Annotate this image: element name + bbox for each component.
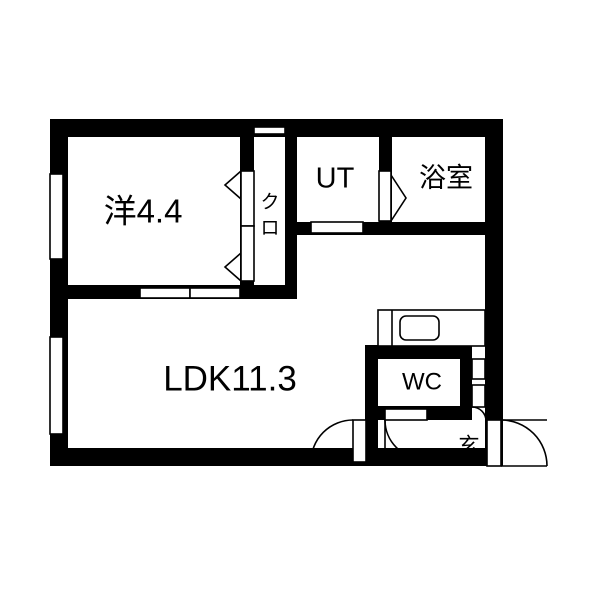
utility-floor: [297, 137, 379, 222]
room-label-entrance: 玄: [459, 435, 480, 458]
room-labels: 洋4.4 LDK11.3 UT 浴室 WC 玄 ク ロ: [104, 163, 480, 458]
toilet-hinged-door[interactable]: [384, 408, 428, 460]
closet-floor: [254, 137, 285, 285]
utility-room-opening[interactable]: [310, 221, 364, 234]
room-label-closet-char2: ロ: [260, 218, 279, 239]
windows: [49, 173, 64, 435]
bedroom-sliding-door[interactable]: [139, 287, 241, 299]
closet-top-vent: [253, 126, 286, 135]
bathroom-floor: [392, 137, 485, 222]
room-interiors: [68, 137, 485, 448]
room-label-toilet: WC: [402, 368, 442, 395]
sink-basin: [399, 315, 440, 341]
closet-folding-doors[interactable]: [223, 170, 255, 282]
room-label-bedroom: 洋4.4: [104, 193, 183, 230]
room-label-living: LDK11.3: [163, 359, 297, 398]
room-label-bathroom: 浴室: [419, 163, 473, 193]
bathroom-door[interactable]: [378, 170, 407, 222]
bedroom-floor: [68, 137, 240, 285]
room-label-closet-char1: ク: [260, 191, 279, 213]
kitchen-sink-counter: [377, 309, 486, 347]
toilet-floor: [378, 359, 460, 406]
hall-to-ldk-door[interactable]: [310, 419, 367, 463]
bedroom-window: [49, 173, 64, 260]
genkan-floor: [378, 420, 485, 448]
living-room-window: [49, 336, 64, 435]
corridor-jambs: [471, 358, 487, 422]
room-label-utility: UT: [316, 163, 355, 195]
front-entrance-door[interactable]: [486, 419, 548, 467]
